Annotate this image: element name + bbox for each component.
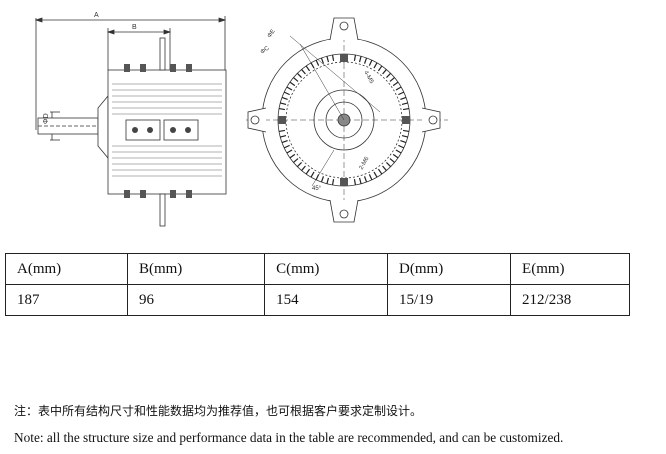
- label-a: A: [94, 12, 99, 19]
- radiator-tick: [289, 153, 296, 159]
- radiator-tick: [293, 158, 299, 163]
- radiator-tick: [281, 96, 288, 101]
- radiator-tick: [401, 134, 408, 138]
- radiator-tick: [402, 107, 410, 111]
- radiator-tick: [296, 72, 302, 78]
- radiator-tick: [310, 62, 315, 69]
- radiator-tick: [301, 69, 306, 75]
- radiator-tick: [382, 69, 387, 75]
- motor-technical-drawing: A B ΦD ΦE ΦC 45° 4-M5 2-M6: [34, 12, 448, 227]
- header-cell: A(mm): [5, 253, 128, 285]
- radiator-tick: [358, 177, 362, 184]
- radiator-tick: [395, 86, 402, 91]
- radiator-tick: [283, 144, 290, 149]
- side-view: [34, 16, 227, 227]
- radiator-tick: [353, 178, 357, 186]
- radiator-tick: [331, 178, 335, 186]
- radiator-tick: [400, 96, 407, 101]
- radiator-tick: [373, 171, 378, 178]
- table-cell: 187: [5, 284, 128, 316]
- radiator-tick: [278, 107, 286, 111]
- radiator-tick: [289, 81, 296, 87]
- radiator-tick: [320, 176, 325, 183]
- label-e: ΦE: [267, 28, 277, 39]
- radiator-tick: [402, 129, 410, 133]
- radiator-tick: [363, 57, 368, 64]
- radiator-tick: [315, 59, 320, 66]
- radiator-tick: [368, 59, 373, 66]
- radiator-tick: [310, 171, 315, 178]
- radiator-tick: [386, 162, 392, 168]
- radiator-tick: [326, 177, 330, 184]
- radiator-tick: [281, 139, 288, 144]
- table-cell: 96: [126, 284, 266, 316]
- radiator-tick: [395, 149, 402, 154]
- table-header-row: A(mm) B(mm) C(mm) D(mm) E(mm): [5, 253, 630, 285]
- radiator-tick: [320, 57, 325, 64]
- radiator-tick: [368, 174, 373, 181]
- table-cell: 212/238: [510, 284, 630, 316]
- label-c: ΦC: [260, 45, 271, 56]
- radiator-tick: [280, 102, 287, 106]
- dimension-table: A(mm) B(mm) C(mm) D(mm) E(mm) 187 96 154…: [5, 253, 630, 316]
- radiator-tick: [296, 162, 302, 168]
- table-row: 187 96 154 15/19 212/238: [5, 284, 630, 316]
- radiator-tick: [401, 102, 408, 106]
- radiator-tick: [398, 91, 405, 96]
- table-cell: 154: [264, 284, 389, 316]
- radiator-tick: [353, 54, 357, 62]
- radiator-tick: [358, 56, 362, 63]
- radiator-tick: [315, 174, 320, 181]
- radiator-tick: [286, 86, 293, 91]
- radiator-tick: [392, 153, 399, 159]
- radiator-tick: [382, 165, 387, 171]
- radiator-tick: [363, 176, 368, 183]
- radiator-tick: [301, 165, 306, 171]
- label-bolt-left: 4-M5: [362, 70, 374, 85]
- radiator-tick: [293, 77, 299, 82]
- note-chinese: 注：表中所有结构尺寸和性能数据均为推荐值，也可根据客户要求定制设计。: [14, 404, 423, 418]
- radiator-tick: [280, 134, 287, 138]
- table-cell: 15/19: [387, 284, 512, 316]
- radiator-tick: [305, 168, 311, 175]
- radiator-tick: [286, 149, 293, 154]
- radiator-tick: [377, 168, 383, 175]
- radiator-tick: [377, 65, 383, 72]
- header-cell: E(mm): [510, 253, 630, 285]
- label-bolt-right: 2-M6: [359, 156, 371, 171]
- radiator-tick: [331, 54, 335, 62]
- radiator-tick: [389, 77, 395, 82]
- radiator-tick: [386, 72, 392, 78]
- header-cell: C(mm): [264, 253, 389, 285]
- header-cell: D(mm): [387, 253, 512, 285]
- radiator-ticks: [278, 54, 410, 186]
- label-b: B: [132, 24, 137, 31]
- radiator-tick: [389, 158, 395, 163]
- radiator-tick: [392, 81, 399, 87]
- label-angle: 45°: [312, 186, 322, 192]
- label-d: ΦD: [43, 113, 50, 124]
- radiator-tick: [373, 62, 378, 69]
- header-cell: B(mm): [126, 253, 266, 285]
- radiator-tick: [400, 139, 407, 144]
- radiator-tick: [326, 56, 330, 63]
- radiator-tick: [398, 144, 405, 149]
- note-english: Note: all the structure size and perform…: [14, 430, 564, 445]
- front-view: [246, 17, 448, 224]
- radiator-tick: [283, 91, 290, 96]
- radiator-tick: [278, 129, 286, 133]
- radiator-tick: [305, 65, 311, 72]
